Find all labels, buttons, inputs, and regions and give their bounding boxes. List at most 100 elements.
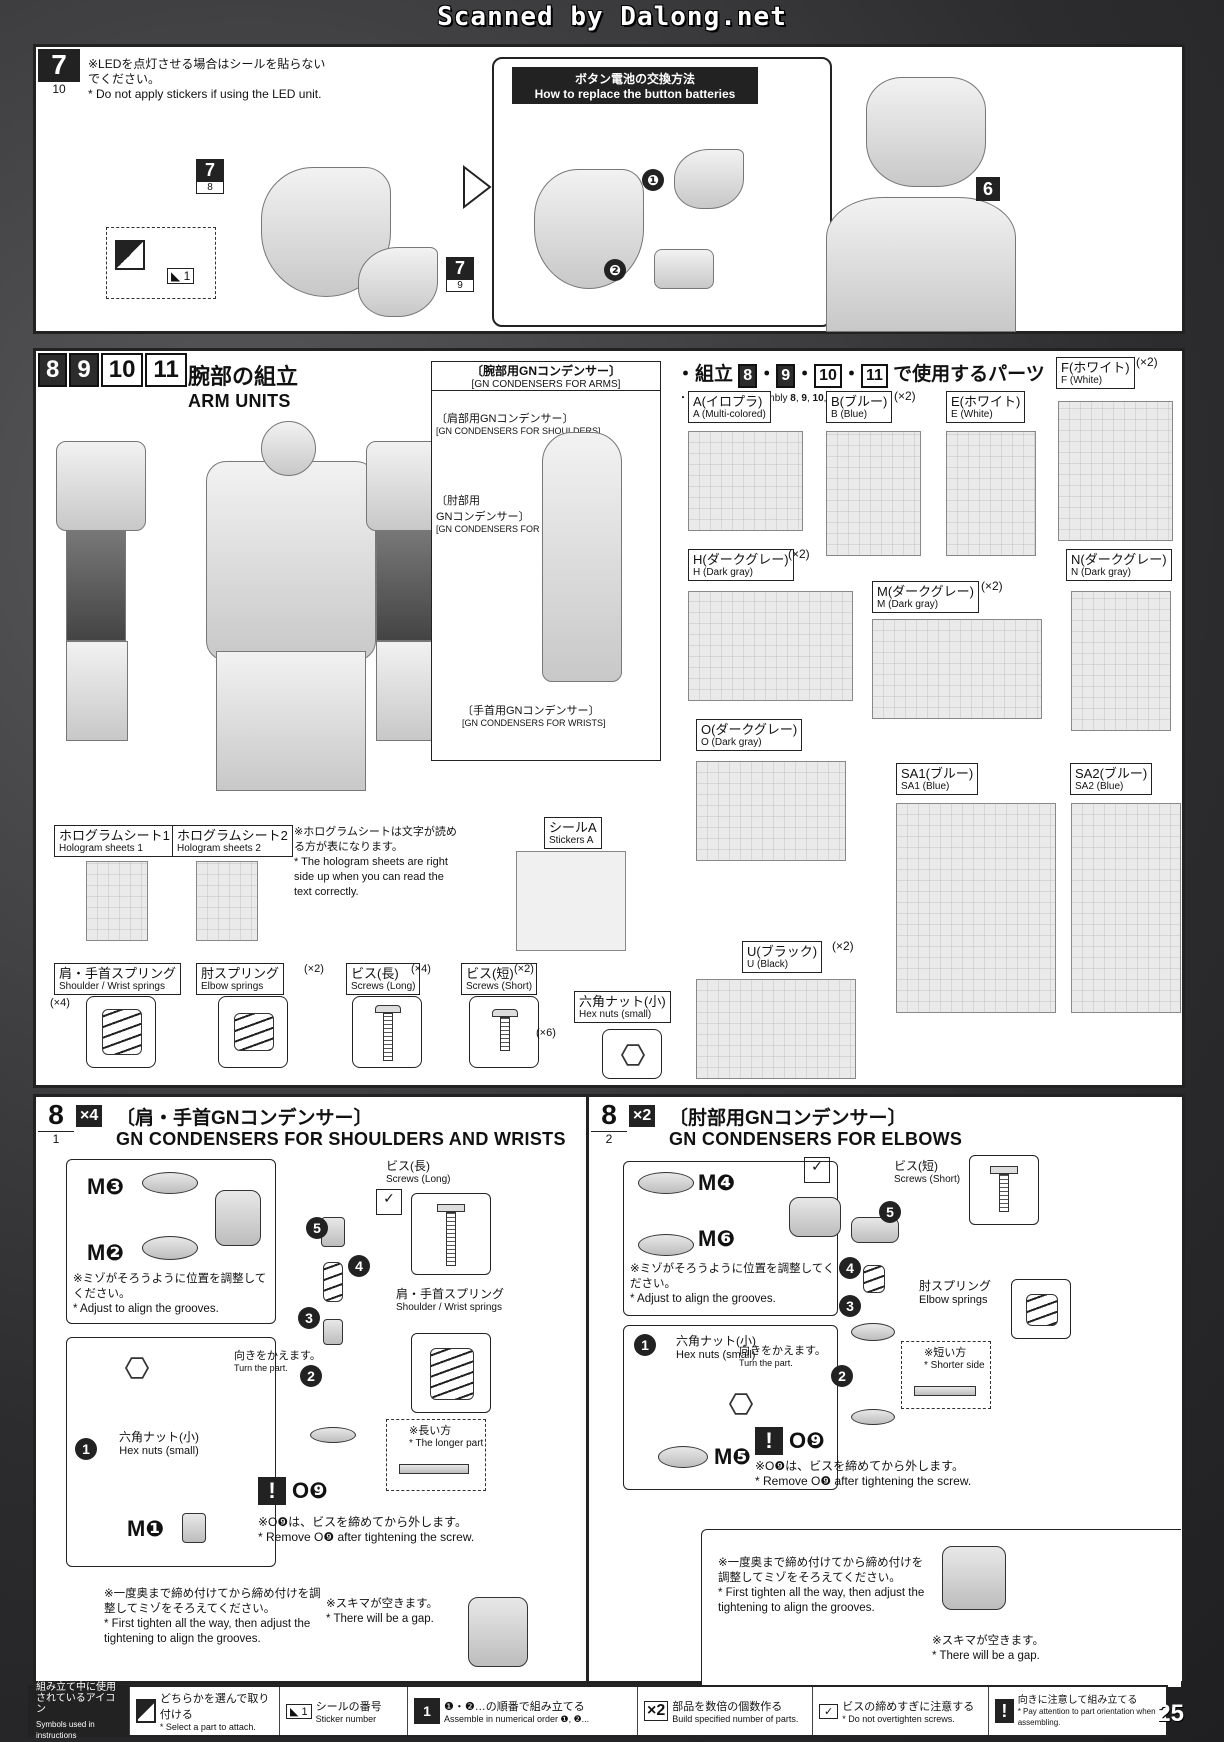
hex-nut-icon: [729, 1393, 753, 1415]
gn-callout-box: 〔腕部用GNコンデンサー〕 [GN CONDENSERS FOR ARMS] 〔…: [431, 361, 661, 761]
runner-o: [696, 761, 846, 861]
m3-m2-box: M❸ M❷ ※ミゾがそろうように位置を調整してください。 * Adjust to…: [66, 1159, 276, 1324]
spring-callout: 肘スプリング Elbow springs: [919, 1279, 992, 1306]
runner-b: [826, 431, 921, 556]
arm-title-en: ARM UNITS: [188, 391, 291, 411]
m1-part: [182, 1513, 206, 1543]
arm-units-panel: 8 9 10 11 腕部の組立 ARM UNITS 〔腕部用GNコンデンサー〕 …: [33, 348, 1185, 1088]
runner-b-label: B(ブルー)B (Blue): [826, 391, 893, 423]
step8-1-title-en: GN CONDENSERS FOR SHOULDERS AND WRISTS: [116, 1129, 566, 1149]
screw-short-label: ビス(短)Screws (Short): [461, 963, 538, 995]
legend-title: 組み立て中に使用されているアイコン Symbols used in instru…: [30, 1682, 130, 1740]
step-5-marker: 5: [306, 1217, 328, 1239]
m4-label: M❹: [698, 1170, 735, 1195]
step7-led-note: ※LEDを点灯させる場合はシールを貼らないでください。 * Do not app…: [88, 57, 326, 101]
spring-icon: [1026, 1294, 1058, 1326]
screw-check-icon: ✓: [804, 1157, 830, 1183]
removed-cover-part: [674, 149, 744, 209]
m5-part: [658, 1446, 708, 1468]
choose-icon: [136, 1699, 156, 1723]
longer-part-box: ※長い方 * The longer part: [386, 1419, 486, 1491]
m6-part: [638, 1234, 694, 1256]
robot-right-forearm: [376, 641, 438, 741]
hologram-note: ※ホログラムシートは文字が読める方が表になります。 * The hologram…: [294, 826, 457, 898]
multiply-icon: ×2: [644, 1701, 669, 1721]
attention-icon: !: [995, 1699, 1014, 1723]
parts-used-header: ・組立 8・9・10・11 で使用するパーツ: [676, 359, 1045, 388]
hex-nut-count: (×6): [536, 1027, 556, 1039]
tighten-note: ※一度奥まで締め付けてから締め付けを調整してミゾをそろえてください。 * Fir…: [718, 1557, 925, 1614]
m4-part: [638, 1172, 694, 1194]
m4-m6-box: M❹ M❻ ※ミゾがそろうように位置を調整してください。 * Adjust to…: [623, 1161, 838, 1316]
runner-o-label: O(ダークグレー)O (Dark gray): [696, 719, 803, 751]
legend-choose: どちらかを選んで取り付ける* Select a part to attach.: [130, 1687, 280, 1735]
legend-attention: ! 向きに注意して組み立てる* Pay attention to part or…: [989, 1687, 1166, 1735]
screw-long-label: ビス(長)Screws (Long): [346, 963, 421, 995]
robot-hips: [216, 651, 366, 791]
step-2-marker: 2: [831, 1365, 853, 1387]
longer-part-diagram: [399, 1464, 469, 1474]
hex-nut-label: 六角ナット(小) Hex nuts (small): [119, 1430, 199, 1457]
runner-e: [946, 431, 1036, 556]
m5-label: M❺: [714, 1444, 751, 1469]
stack-spring: [863, 1265, 885, 1293]
icon-legend-footer: 組み立て中に使用されているアイコン Symbols used in instru…: [28, 1682, 1168, 1740]
battery-title: ボタン電池の交換方法 How to replace the button bat…: [512, 67, 758, 104]
screw-short-detail-box: [969, 1155, 1039, 1225]
m1-label: M❶: [127, 1516, 164, 1541]
robot-torso: [206, 461, 376, 661]
hologram-sheet-2: [196, 861, 258, 941]
m2-label: M❷: [87, 1240, 124, 1265]
gap-note: ※スキマが空きます。 * There will be a gap.: [326, 1598, 438, 1625]
m6-label: M❻: [698, 1226, 735, 1251]
screw-short-callout: ビス(短) Screws (Short): [894, 1159, 961, 1185]
step8-2-title-en: GN CONDENSERS FOR ELBOWS: [669, 1129, 963, 1149]
runner-u-count: (×2): [832, 939, 854, 953]
spring-icon: [102, 1009, 142, 1055]
hex-nut-icon: [621, 1044, 645, 1066]
screw-long-box: [352, 996, 422, 1068]
step-3-marker: 3: [298, 1307, 320, 1329]
gap-note: ※スキマが空きます。 * There will be a gap.: [932, 1635, 1044, 1662]
gn-shoulders-label: 〔肩部用GNコンデンサー〕 [GN CONDENSERS FOR SHOULDE…: [436, 413, 601, 436]
runner-n-label: N(ダークグレー)N (Dark gray): [1066, 549, 1172, 581]
face-cover-part: [358, 247, 438, 317]
stack-mid-part: [851, 1323, 895, 1341]
remove-o9-note: ※O❾は、ビスを締めてから外します。 * Remove O❾ after tig…: [755, 1459, 972, 1488]
sticker-sheet-a: [516, 851, 626, 951]
runner-m-count: (×2): [981, 579, 1003, 593]
runner-n: [1071, 591, 1171, 731]
assembled-m4-m6-part: [789, 1197, 841, 1237]
stack-mid-part: [323, 1319, 343, 1345]
tag-7-9: 7 9: [446, 257, 474, 292]
arm-step-numbers: 8 9 10 11: [38, 353, 187, 387]
step7-panel: 7 10 ※LEDを点灯させる場合はシールを貼らないでください。 * Do no…: [33, 44, 1185, 334]
spring-icon: [430, 1348, 474, 1400]
page-number: 25: [1157, 1700, 1184, 1727]
screw-icon: [990, 1166, 1018, 1174]
screw-shaft: [383, 1013, 393, 1061]
step8-1-title-jp: 〔肩・手首GNコンデンサー〕: [116, 1108, 373, 1129]
hologram-sheet-1: [86, 861, 148, 941]
battery-replace-box: ボタン電池の交換方法 How to replace the button bat…: [492, 57, 832, 327]
hex-nut-icon: [125, 1357, 149, 1379]
runner-a-label: A(イロプラ)A (Multi-colored): [688, 391, 771, 423]
scanner-watermark: Scanned by Dalong.net: [437, 2, 787, 32]
align-note: ※ミゾがそろうように位置を調整してください。 * Adjust to align…: [630, 1263, 835, 1305]
completed-condenser: [942, 1546, 1006, 1610]
runner-m-label: M(ダークグレー)M (Dark gray): [872, 581, 979, 613]
tighten-note: ※一度奥まで締め付けてから締め付けを調整してミゾをそろえてください。 * Fir…: [104, 1588, 321, 1645]
gn-wrists-label: 〔手首用GNコンデンサー〕 [GN CONDENSERS FOR WRISTS]: [462, 705, 606, 728]
longer-part-note: ※長い方 * The longer part: [409, 1425, 484, 1449]
robot-left-forearm: [66, 641, 128, 741]
head-illustration-battery: [534, 169, 644, 289]
runner-a: [688, 431, 803, 531]
hex-m5-box: 1 六角ナット(小) Hex nuts (small) M❺: [623, 1325, 838, 1490]
screw-shaft: [500, 1017, 510, 1051]
